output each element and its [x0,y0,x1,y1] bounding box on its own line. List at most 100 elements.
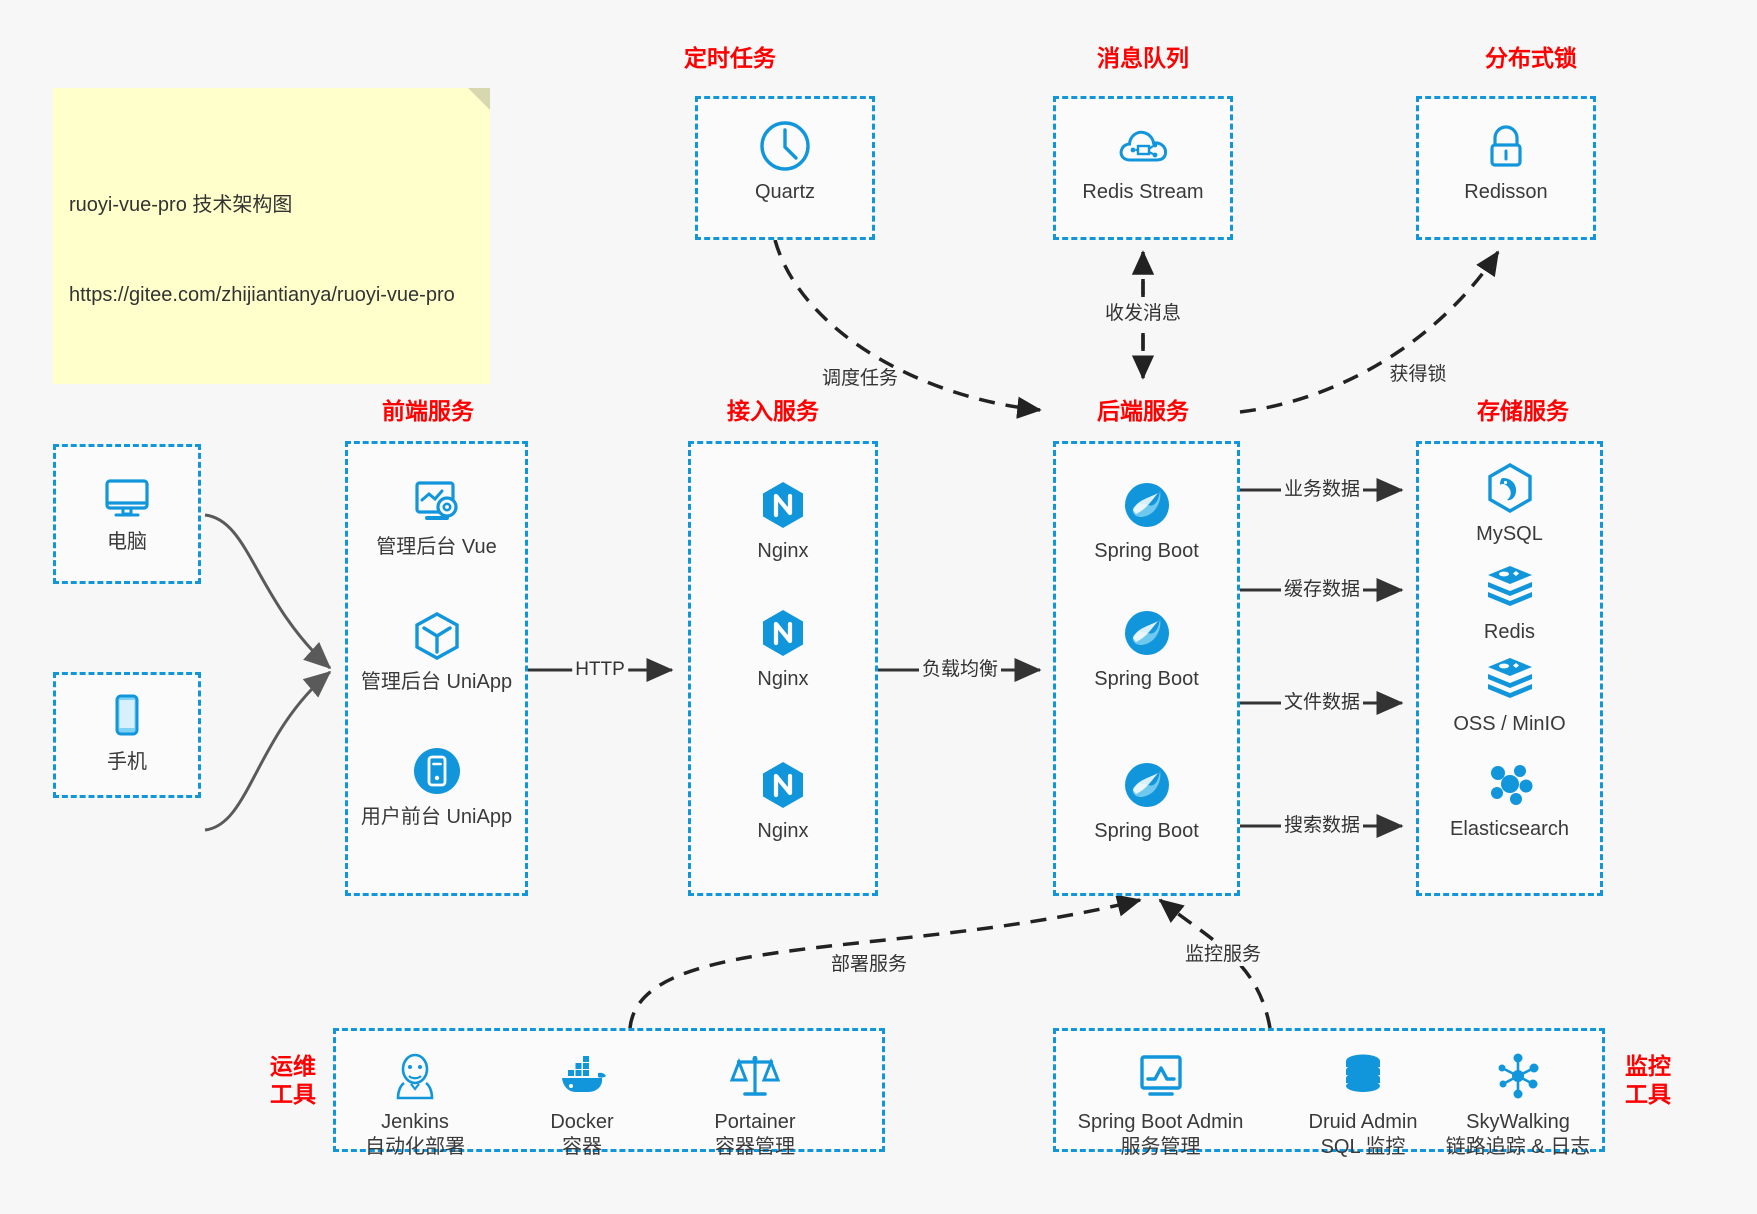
group-label-access-service: 接入服务 [727,398,819,424]
box-ops-tools [333,1028,885,1152]
node-label: 电脑 [107,531,147,553]
node-quartz[interactable]: Quartz [695,118,875,205]
node-docker[interactable]: Docker 容器 [512,1048,652,1160]
node-spring-boot-admin[interactable]: Spring Boot Admin 服务管理 [1058,1048,1263,1160]
cube-icon [409,608,465,664]
edge-label-cache-data: 缓存数据 [1280,579,1364,601]
node-nginx-3[interactable]: Nginx [688,757,878,844]
title-note: ruoyi-vue-pro 技术架构图 https://gitee.com/zh… [53,88,490,384]
node-label: Nginx [757,668,809,690]
nginx-icon [755,605,811,661]
node-skywalking[interactable]: SkyWalking 链路追踪 & 日志 [1438,1048,1598,1160]
nginx-icon [755,757,811,813]
node-admin-uniapp[interactable]: 管理后台 UniApp [345,608,528,695]
node-redisson[interactable]: Redisson [1416,118,1596,205]
edge-label-monitor-service: 监控服务 [1181,944,1265,966]
node-computer[interactable]: 电脑 [53,468,201,555]
node-label: 管理后台 UniApp [360,671,513,693]
app-icon [409,743,465,799]
elasticsearch-icon [1482,755,1538,811]
docker-icon [554,1048,610,1104]
node-label: Elasticsearch [1450,818,1569,840]
nodes-icon [1490,1048,1546,1104]
monitor-chart-icon [1133,1048,1189,1104]
spring-icon [1119,757,1175,813]
edge-label-business-data: 业务数据 [1280,479,1364,501]
edge-label-acquire-lock: 获得锁 [1386,364,1450,386]
node-spring-boot-1[interactable]: Spring Boot [1053,477,1240,564]
group-label-storage-service: 存储服务 [1477,398,1569,424]
node-redis[interactable]: Redis [1416,558,1603,645]
node-label: 用户前台 UniApp [360,806,513,828]
node-label: Jenkins 自动化部署 [365,1111,465,1158]
group-label-distributed-lock: 分布式锁 [1485,45,1577,71]
node-label: Spring Boot Admin 服务管理 [1077,1111,1244,1158]
nginx-icon [755,477,811,533]
node-admin-vue[interactable]: 管理后台 Vue [345,473,528,560]
cloud-network-icon [1115,118,1171,174]
box-distributed-lock [1416,96,1596,240]
node-label: 手机 [107,751,147,773]
node-label: Spring Boot [1094,668,1199,690]
group-label-message-queue: 消息队列 [1097,45,1189,71]
node-phone[interactable]: 手机 [53,688,201,775]
node-label: Spring Boot [1094,820,1199,842]
redis-icon [1482,650,1538,706]
node-label: Redisson [1464,181,1548,203]
node-label: Spring Boot [1094,540,1199,562]
node-label: SkyWalking 链路追踪 & 日志 [1445,1111,1591,1158]
node-elasticsearch[interactable]: Elasticsearch [1416,755,1603,842]
node-mysql[interactable]: MySQL [1416,460,1603,547]
dashboard-icon [409,473,465,529]
edge-label-load-balance: 负载均衡 [918,659,1002,681]
node-druid-admin[interactable]: Druid Admin SQL 监控 [1283,1048,1443,1160]
edge-label-deploy-service: 部署服务 [827,954,911,976]
node-label: Quartz [754,181,816,203]
node-spring-boot-2[interactable]: Spring Boot [1053,605,1240,692]
node-label: OSS / MinIO [1453,713,1566,735]
edge-label-http: HTTP [572,659,628,681]
mobile-icon [99,688,155,744]
note-fold-corner [468,88,490,110]
node-redis-stream[interactable]: Redis Stream [1053,118,1233,205]
node-label: Nginx [757,820,809,842]
group-label-scheduled-task: 定时任务 [684,45,776,71]
node-label: 管理后台 Vue [376,536,497,558]
desktop-icon [99,468,155,524]
node-portainer[interactable]: Portainer 容器管理 [680,1048,830,1160]
node-user-uniapp[interactable]: 用户前台 UniApp [345,743,528,830]
redis-icon [1482,558,1538,614]
group-label-backend-service: 后端服务 [1097,398,1189,424]
edge-label-search-data: 搜索数据 [1280,815,1364,837]
node-spring-boot-3[interactable]: Spring Boot [1053,757,1240,844]
node-label: Redis [1483,621,1536,643]
lock-icon [1478,118,1534,174]
mysql-icon [1482,460,1538,516]
node-label: MySQL [1476,523,1543,545]
node-label: Portainer 容器管理 [714,1111,796,1158]
edge-label-schedule-task: 调度任务 [818,368,902,390]
edge-label-file-data: 文件数据 [1280,692,1364,714]
node-label: Nginx [757,540,809,562]
group-label-monitor-tools: 监控 工具 [1625,1053,1671,1107]
node-nginx-2[interactable]: Nginx [688,605,878,692]
clock-icon [757,118,813,174]
scales-icon [727,1048,783,1104]
spring-icon [1119,605,1175,661]
node-nginx-1[interactable]: Nginx [688,477,878,564]
note-line-2: https://gitee.com/zhijiantianya/ruoyi-vu… [69,284,455,306]
box-computer [53,444,201,584]
node-label: Redis Stream [1082,181,1204,203]
node-oss-minio[interactable]: OSS / MinIO [1416,650,1603,737]
edge-label-send-receive-message: 收发消息 [1101,303,1185,325]
box-monitor-tools [1053,1028,1605,1152]
group-label-frontend-service: 前端服务 [382,398,474,424]
node-jenkins[interactable]: Jenkins 自动化部署 [345,1048,485,1160]
spring-icon [1119,477,1175,533]
note-line-1: ruoyi-vue-pro 技术架构图 [69,194,293,216]
box-message-queue [1053,96,1233,240]
node-label: Druid Admin SQL 监控 [1308,1111,1418,1158]
group-label-ops-tools: 运维 工具 [270,1053,316,1107]
node-label: Docker 容器 [550,1111,614,1158]
jenkins-icon [387,1048,443,1104]
